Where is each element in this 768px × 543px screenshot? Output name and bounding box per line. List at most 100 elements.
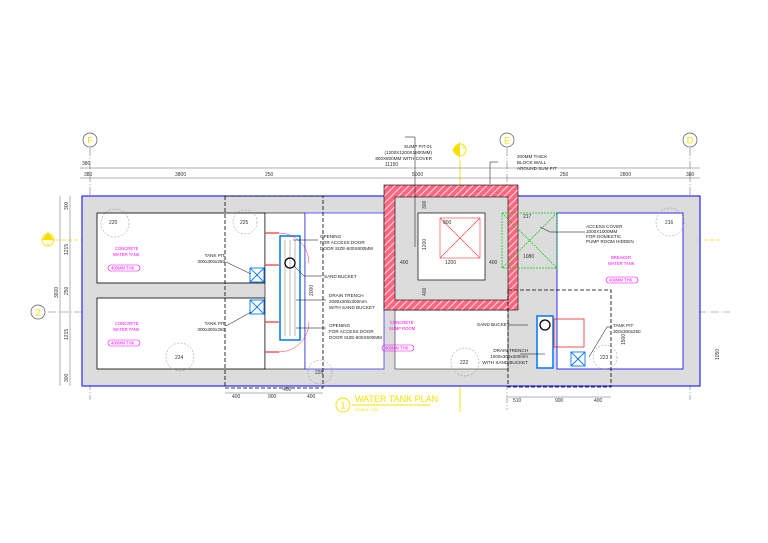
svg-text:900: 900 [268, 394, 277, 400]
svg-text:WITH SAND BUCKET: WITH SAND BUCKET [482, 360, 528, 365]
note-access-cover: ACCESS COVER 1000X1000MM FOR DOMESTIC PU… [586, 224, 634, 244]
svg-text:300x300x250: 300x300x250 [197, 327, 225, 332]
svg-text:B: B [462, 145, 465, 150]
dimensions: 380 11150 380 3800 250 5000 250 2800 380… [54, 161, 721, 404]
svg-text:DRAIN TRENCH: DRAIN TRENCH [329, 293, 364, 298]
svg-text:1200: 1200 [445, 260, 456, 266]
access-door-openings-left [265, 232, 310, 353]
svg-text:WATER TANK: WATER TANK [113, 327, 140, 332]
svg-text:WATER TANK: WATER TANK [113, 252, 140, 257]
note-block-wall: 200MM THICK BLOCK WALL AROUND SUM PIT [517, 154, 557, 171]
note-tank-pit-right: TANK PIT 300x300x250 [613, 323, 641, 334]
svg-text:FOR ACCESS DOOR: FOR ACCESS DOOR [329, 329, 374, 334]
room-224: 224 [175, 355, 184, 361]
svg-text:1000X1000MM: 1000X1000MM [586, 229, 617, 234]
svg-text:3600: 3600 [54, 287, 60, 298]
svg-text:2080x300x300mm: 2080x300x300mm [329, 299, 367, 304]
grid-bubble-2: 2 [30, 304, 46, 320]
svg-text:CONCRETE: CONCRETE [115, 246, 139, 251]
svg-text:BLOCK WALL: BLOCK WALL [517, 160, 547, 165]
svg-text:400: 400 [594, 398, 603, 404]
svg-text:400: 400 [232, 394, 241, 400]
svg-text:200MM THICK: 200MM THICK [517, 154, 548, 159]
svg-text:CONCRETE: CONCRETE [115, 321, 139, 326]
drawing-title: WATER TANK PLAN [355, 394, 438, 404]
svg-text:11150: 11150 [385, 162, 398, 168]
svg-text:AROUND SUM PIT: AROUND SUM PIT [517, 166, 557, 171]
room-223: 223 [600, 355, 609, 361]
drain-grating-left [284, 240, 296, 336]
svg-text:380: 380 [686, 172, 695, 178]
note-drain-trench-left: DRAIN TRENCH 2080x300x300mm WITH SAND BU… [329, 293, 375, 310]
svg-text:510: 510 [513, 398, 522, 404]
svg-text:900: 900 [555, 398, 564, 404]
svg-text:FOR ACCESS DOOR: FOR ACCESS DOOR [320, 240, 365, 245]
tank-room-224 [96, 297, 266, 370]
svg-text:TANK PIT: TANK PIT [613, 323, 634, 328]
tank-label-1: CONCRETE WATER TANK 400MM THK [107, 246, 141, 272]
note-sand-bucket-right: SAND BUCKET [477, 322, 510, 327]
room-226: 226 [315, 370, 324, 376]
right-pump-area [507, 289, 612, 388]
svg-text:300: 300 [64, 373, 70, 382]
note-opening-top: OPENING FOR ACCESS DOOR DOOR SIZE-600X60… [320, 234, 373, 251]
svg-text:800X800MM WITH COVER: 800X800MM WITH COVER [375, 156, 432, 161]
room-222: 222 [460, 360, 469, 366]
svg-text:250: 250 [64, 286, 70, 295]
svg-text:3800: 3800 [175, 172, 186, 178]
room-tag-222 [450, 347, 480, 377]
svg-text:300x300x250: 300x300x250 [197, 259, 225, 264]
sand-bucket-right [539, 319, 551, 331]
svg-text:D: D [687, 136, 694, 146]
svg-text:DOOR SIZE-600X600MM: DOOR SIZE-600X600MM [320, 246, 373, 251]
corridor [304, 212, 385, 370]
svg-text:400MM THK: 400MM THK [609, 278, 633, 283]
svg-text:800: 800 [443, 220, 452, 226]
note-opening-bottom: OPENING FOR ACCESS DOOR DOOR SIZE-600X60… [329, 323, 382, 340]
svg-text:300x300x250: 300x300x250 [613, 329, 641, 334]
svg-text:1500: 1500 [621, 334, 627, 345]
note-tank-pit-top: TANK PIT 300x300x250 [197, 253, 225, 264]
tank-pit-left-top [249, 267, 265, 283]
room-tag-226 [307, 359, 333, 385]
room-tag-225 [232, 209, 258, 235]
drawing-scale: SCALE: 1:50 [355, 407, 379, 412]
svg-text:400MM THK: 400MM THK [385, 346, 409, 351]
svg-text:5000: 5000 [412, 172, 423, 178]
svg-text:400: 400 [283, 387, 292, 393]
drain-trench-right [536, 315, 554, 369]
room-225: 225 [240, 220, 249, 226]
svg-text:400MM THK: 400MM THK [111, 341, 135, 346]
svg-text:380: 380 [82, 161, 91, 167]
note-sump-pit: SUMP PIT-01 (1200X1200X1800MM) 800X800MM… [375, 144, 432, 161]
svg-text:OPENING: OPENING [320, 234, 342, 239]
svg-text:1215: 1215 [64, 244, 70, 255]
room-tag-224 [165, 342, 195, 372]
svg-text:WITH SAND BUCKET: WITH SAND BUCKET [329, 305, 375, 310]
sump-cover [439, 217, 481, 259]
svg-text:F: F [87, 136, 93, 146]
room-217: 217 [523, 214, 532, 220]
svg-text:380: 380 [84, 172, 93, 178]
svg-text:2000: 2000 [309, 285, 315, 296]
tank-label-4: BREAKER WATER TANK 400MM THK [605, 255, 639, 284]
svg-text:400: 400 [489, 260, 498, 266]
svg-text:(1200X1200X1800MM): (1200X1200X1800MM) [385, 150, 433, 155]
note-drain-trench-right: DRAIN TRENCH 1000x300x300mm WITH SAND BU… [482, 348, 528, 365]
room-tag-216 [655, 207, 685, 237]
note-tank-pit-bottom: TANK PIT 300x300x250 [197, 321, 225, 332]
svg-text:A: A [47, 241, 50, 246]
svg-text:1000x300x300mm: 1000x300x300mm [490, 354, 528, 359]
room-216: 216 [665, 220, 674, 226]
svg-text:300: 300 [422, 200, 428, 209]
svg-text:CONCRETE: CONCRETE [390, 320, 414, 325]
svg-text:1215: 1215 [64, 329, 70, 340]
room-220: 220 [109, 220, 118, 226]
drawing-title-block: 1 WATER TANK PLAN SCALE: 1:50 [335, 394, 438, 413]
tank-label-3: CONCRETE SUMP ROOM 400MM THK [381, 320, 416, 352]
svg-text:TANK PIT: TANK PIT [205, 321, 226, 326]
svg-text:SUMP ROOM: SUMP ROOM [389, 326, 416, 331]
grid-bubble-e: E [499, 132, 515, 148]
svg-text:1: 1 [340, 401, 345, 411]
